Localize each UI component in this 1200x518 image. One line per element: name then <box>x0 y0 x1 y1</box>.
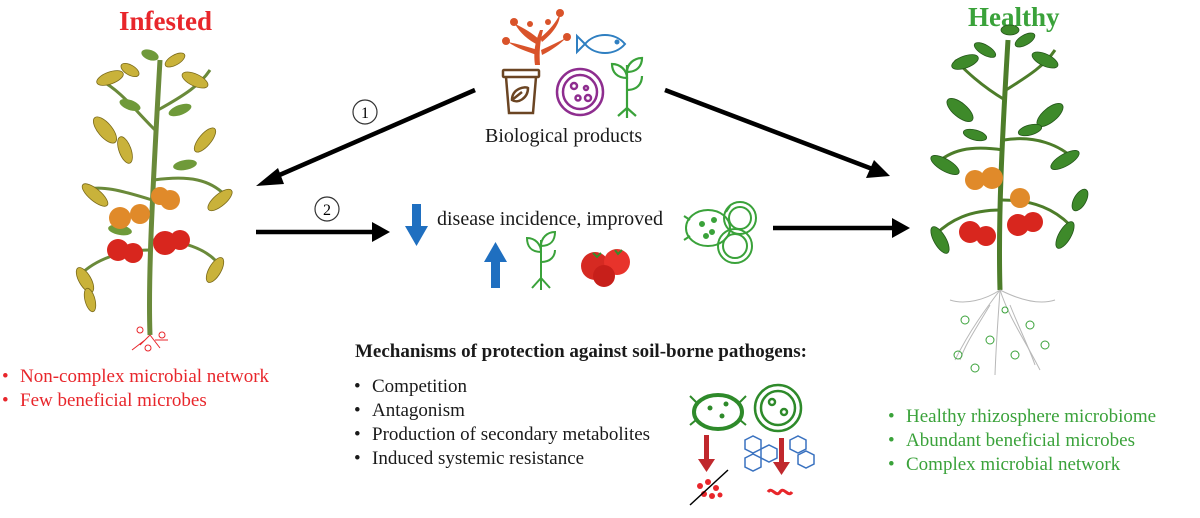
step-2-marker: 2 <box>314 196 340 222</box>
metabolite-molecule-icon <box>744 435 815 472</box>
step-1-number: 1 <box>361 105 369 122</box>
healthy-bullet: Healthy rhizosphere microbiome <box>886 405 1200 429</box>
arrow-infested-to-center <box>256 222 390 242</box>
infested-title: Infested <box>119 6 212 36</box>
mechanisms-title: Mechanisms of protection against soil-bo… <box>355 341 807 362</box>
healthy-bullet: Complex microbial network <box>886 453 1200 477</box>
healthy-plant-illustration <box>930 24 1089 376</box>
metabolite-arrow-icon <box>773 438 790 475</box>
infested-bullet: Few beneficial microbes <box>0 389 340 413</box>
infested-bullet-list: Non-complex microbial network Few benefi… <box>0 365 340 413</box>
fish-icon <box>576 33 627 55</box>
arrow-products-to-infested <box>256 87 476 186</box>
seaweed-icon <box>502 9 571 65</box>
pathogen-worm-icon <box>766 488 794 496</box>
mechanism-item: Competition <box>352 375 682 399</box>
antagonist-fungus-icon <box>753 383 803 433</box>
plant-growth-icon <box>525 230 557 290</box>
biological-products-label: Biological products <box>485 125 643 147</box>
step-2-number: 2 <box>323 202 331 219</box>
infested-plant-illustration <box>75 49 233 352</box>
mechanism-item: Induced systemic resistance <box>352 447 682 471</box>
suppression-arrow-icon <box>698 435 715 472</box>
antagonist-bacterium-icon <box>689 393 747 431</box>
increase-arrow-icon <box>484 242 507 288</box>
mechanisms-list: Competition Antagonism Production of sec… <box>352 375 682 471</box>
healthy-bullet-list: Healthy rhizosphere microbiome Abundant … <box>886 405 1200 477</box>
infested-bullet: Non-complex microbial network <box>0 365 340 389</box>
microbe-cell-icon <box>555 67 605 117</box>
arrow-center-to-healthy <box>773 218 910 238</box>
compost-bin-icon <box>501 68 541 115</box>
beneficial-microbes-icon <box>683 201 757 264</box>
arrow-products-to-healthy <box>664 87 890 178</box>
mechanism-item: Production of secondary metabolites <box>352 423 682 447</box>
decrease-arrow-icon <box>405 204 428 246</box>
mechanism-item: Antagonism <box>352 399 682 423</box>
step-1-marker: 1 <box>352 99 378 125</box>
tomatoes-icon <box>581 249 630 287</box>
plant-seedling-icon <box>610 56 644 118</box>
healthy-bullet: Abundant beneficial microbes <box>886 429 1200 453</box>
effect-text: disease incidence, improved <box>437 208 664 230</box>
inhibited-pathogen-icon <box>689 469 729 506</box>
